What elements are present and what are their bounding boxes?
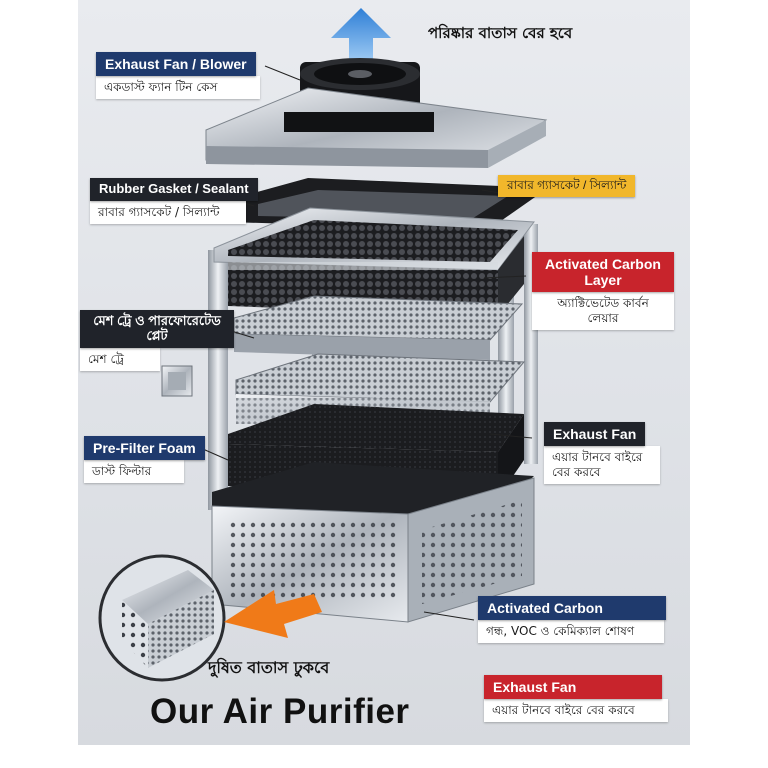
- callout-title: Exhaust Fan: [544, 422, 645, 446]
- callout-pre-filter-foam: Pre-Filter Foam ডাস্ট ফিল্টার: [84, 436, 205, 483]
- callout-title: Activated Carbon Layer: [532, 252, 674, 292]
- callout-title: Exhaust Fan: [484, 675, 662, 699]
- callout-exhaust-fan-mid: Exhaust Fan এয়ার টানবে বাইরে বের করবে: [544, 422, 660, 484]
- exhaust-arrow: [331, 8, 391, 62]
- callout-title: রাবার গ্যাসকেট / সিল্যান্ট: [498, 175, 635, 197]
- exhaust-label: পরিষ্কার বাতাস বের হবে: [428, 22, 572, 47]
- callout-sub: এয়ার টানবে বাইরে বের করবে: [544, 446, 660, 484]
- callout-activated-carbon-layer: Activated Carbon Layer অ্যাক্টিভেটেড কার…: [532, 252, 674, 330]
- callout-title: Pre-Filter Foam: [84, 436, 205, 460]
- intake-label: দুষিত বাতাস ঢুকবে: [208, 655, 329, 682]
- callout-mesh-tray: মেশ ট্রে ও পারফোরেটেড প্লেট মেশ ট্রে: [80, 310, 234, 371]
- callout-sub: গন্ধ, VOC ও কেমিক্যাল শোষণ: [478, 620, 664, 643]
- callout-sub: ডাস্ট ফিল্টার: [84, 460, 184, 483]
- callout-rubber-gasket-left: Rubber Gasket / Sealant রাবার গ্যাসকেট /…: [90, 178, 258, 224]
- callout-sub: অ্যাক্টিভেটেড কার্বন লেয়ার: [532, 292, 674, 330]
- callout-exhaust-fan-bottom: Exhaust Fan এয়ার টানবে বাইরে বের করবে: [484, 675, 668, 722]
- page-title: Our Air Purifier: [150, 692, 410, 732]
- callout-sub: একডাস্ট ফ্যান টিন কেস: [96, 76, 260, 99]
- callout-activated-carbon: Activated Carbon গন্ধ, VOC ও কেমিক্যাল শ…: [478, 596, 666, 643]
- callout-title: Activated Carbon: [478, 596, 666, 620]
- callout-sub: এয়ার টানবে বাইরে বের করবে: [484, 699, 668, 722]
- callout-rubber-gasket-right: রাবার গ্যাসকেট / সিল্যান্ট: [498, 174, 635, 197]
- callout-title: মেশ ট্রে ও পারফোরেটেড প্লেট: [80, 310, 234, 348]
- top-plate: [206, 88, 546, 168]
- callout-title: Exhaust Fan / Blower: [96, 52, 256, 76]
- callout-exhaust-fan-blower: Exhaust Fan / Blower একডাস্ট ফ্যান টিন ক…: [96, 52, 260, 99]
- callout-sub: মেশ ট্রে: [80, 348, 160, 371]
- callout-sub: রাবার গ্যাসকেট / সিল্যান্ট: [90, 201, 246, 224]
- callout-title: Rubber Gasket / Sealant: [90, 178, 258, 201]
- diagram-stage: Exhaust Fan / Blower একডাস্ট ফ্যান টিন ক…: [78, 0, 690, 745]
- perforation-detail-inset: [100, 556, 224, 680]
